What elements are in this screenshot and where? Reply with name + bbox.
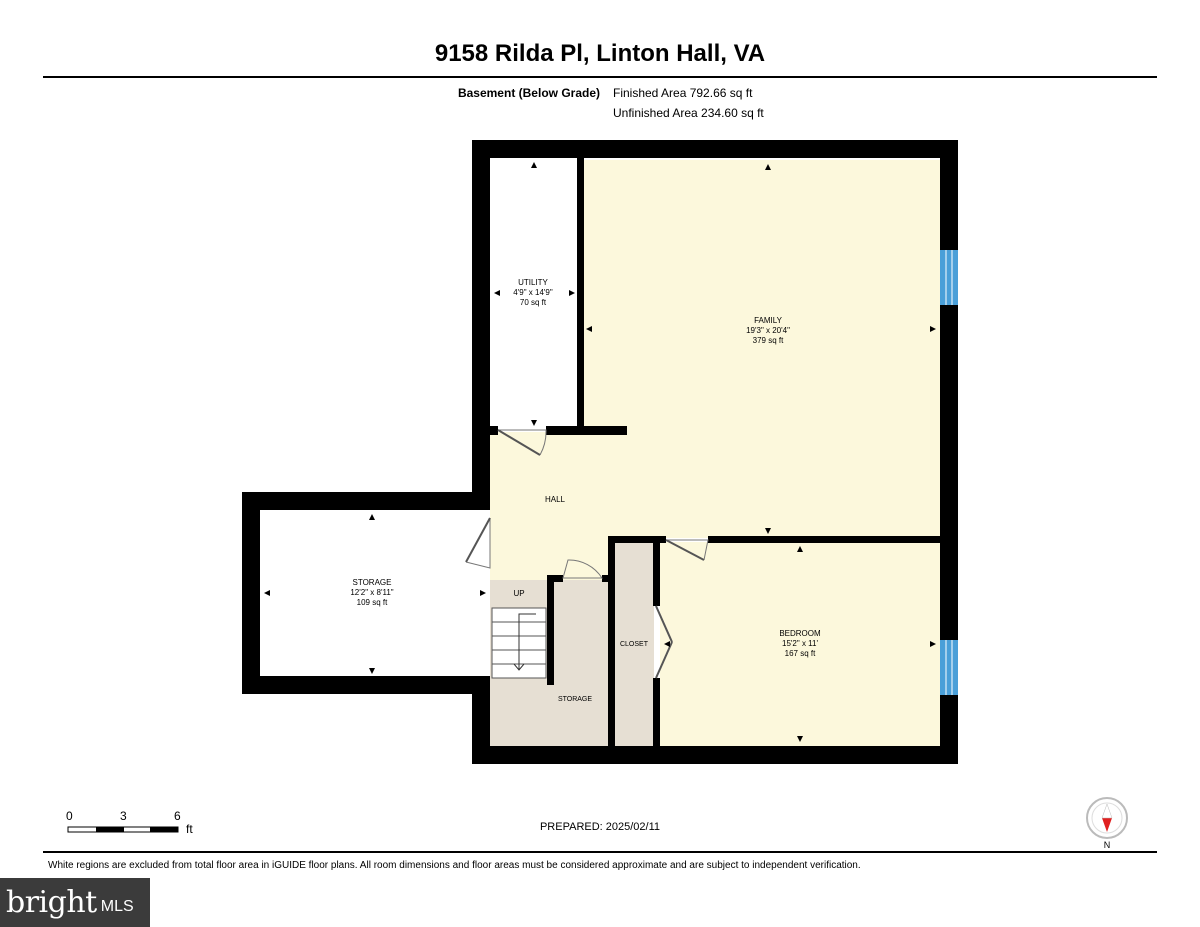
storage-name: STORAGE: [353, 578, 392, 587]
header-rule: [43, 76, 1157, 78]
storage-area: 109 sq ft: [357, 598, 388, 607]
family-window: [940, 250, 958, 305]
bedroom-name: BEDROOM: [779, 629, 821, 638]
utility-floor: [490, 158, 580, 430]
window-lines: [945, 250, 953, 695]
scale-unit: ft: [186, 822, 193, 836]
utility-name: UTILITY: [518, 278, 548, 287]
plan-title: 9158 Rilda Pl, Linton Hall, VA: [434, 40, 766, 67]
family-dims: 19'3" x 20'4": [746, 326, 790, 335]
storage-floor: [260, 510, 490, 678]
floor-name: Basement (Below Grade): [457, 86, 600, 100]
up-label: UP: [513, 589, 524, 598]
bedroom-window: [940, 640, 958, 695]
prepared-date: PREPARED: 2025/02/11: [539, 821, 661, 833]
stairs: [491, 607, 547, 679]
bedroom-area: 167 sq ft: [785, 649, 816, 658]
doors: [465, 429, 709, 679]
closet-name: CLOSET: [620, 641, 649, 648]
dimension-arrows: [264, 162, 936, 742]
scale-mark-6: 6: [174, 809, 181, 823]
closet-floor: [614, 542, 654, 746]
family-name: FAMILY: [754, 316, 783, 325]
scale-bar: [67, 826, 179, 833]
brand-logo: bright MLS: [0, 878, 150, 927]
compass-icon: [1086, 797, 1128, 839]
storage-dims: 12'2" x 8'11": [350, 588, 393, 597]
unfinished-area: Unfinished Area 234.60 sq ft: [613, 106, 764, 120]
footer-rule: [43, 851, 1157, 853]
utility-area: 70 sq ft: [520, 298, 547, 307]
bedroom-dims: 15'2" x 11': [782, 639, 818, 648]
brand-main: bright: [6, 885, 97, 920]
bedroom-floor: [660, 542, 940, 746]
finished-area: Finished Area 792.66 sq ft: [613, 86, 753, 100]
brand-sub: MLS: [100, 897, 134, 915]
footnote: White regions are excluded from total fl…: [48, 860, 861, 871]
scale-mark-3: 3: [120, 809, 127, 823]
utility-dims: 4'9" x 14'9": [513, 288, 553, 297]
compass-label: N: [1104, 840, 1111, 850]
hall-floor: [490, 432, 610, 582]
family-area: 379 sq ft: [753, 336, 784, 345]
scale-mark-0: 0: [66, 809, 73, 823]
hall-name: HALL: [545, 495, 566, 504]
hall-floor-ext: [610, 432, 650, 538]
small-storage-name: STORAGE: [558, 696, 592, 703]
